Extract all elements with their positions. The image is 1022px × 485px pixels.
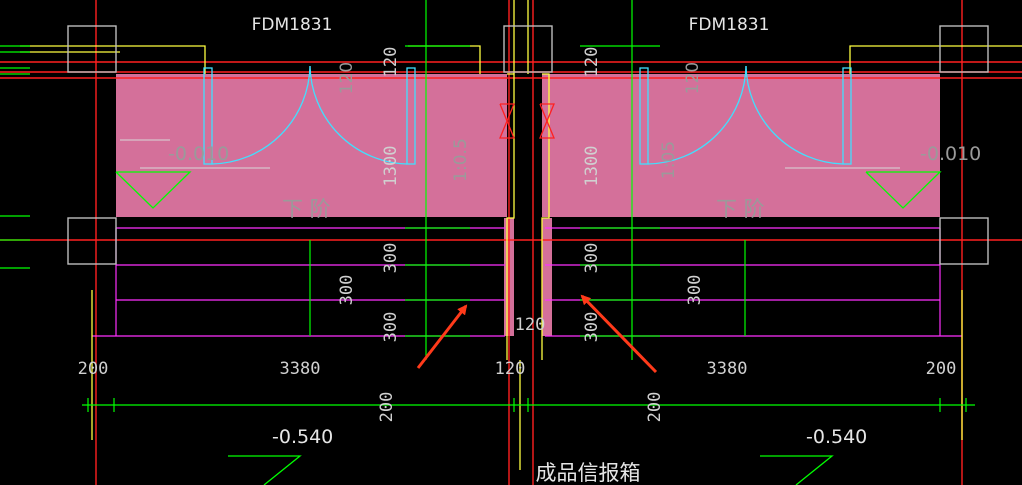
vdim-right-1300: 1300 (582, 146, 602, 187)
step-label-right: 下 阶 (716, 197, 765, 221)
floor-strip-right (542, 218, 552, 336)
vdim-left-120: 120 (381, 47, 401, 78)
dim-left-wall: 200 (78, 359, 109, 379)
door-label-left: FDM1831 (252, 15, 333, 35)
misc-lines (120, 139, 900, 169)
dim-right-span: 3380 (707, 359, 748, 379)
vdim-left-200: 200 (377, 392, 397, 423)
wall-lines (20, 0, 1022, 470)
door-label-right: FDM1831 (689, 15, 770, 35)
mailbox-label: 成品信报箱 (536, 461, 641, 485)
annotation-arrow-left (416, 304, 468, 369)
annotation-arrow-right (580, 294, 658, 374)
elevation-inner-right: -0.010 (920, 143, 981, 165)
dim-center: 120 (495, 359, 526, 379)
floor-area-left (116, 74, 507, 217)
door-right (639, 65, 852, 165)
vdim-right-200: 200 (645, 392, 665, 423)
vdim-left-slope: 1:0.5 (451, 138, 471, 182)
dimension-lines (0, 0, 975, 412)
vdim-right-300b: 300 (582, 312, 602, 343)
vdim-left-300a: 300 (381, 243, 401, 274)
vdim-right-slope: 1:05 (659, 141, 679, 179)
elevation-outer-left: -0.540 (272, 426, 333, 448)
floor-area-right (542, 74, 940, 217)
vdim-left-top: 120 (337, 62, 357, 94)
vdim-center-small: 120 (515, 315, 546, 335)
elevation-markers (115, 171, 942, 485)
elevation-outer-right: -0.540 (806, 426, 867, 448)
door-left (203, 65, 416, 165)
vdim-right-top: 120 (683, 62, 703, 94)
dim-right-wall: 200 (926, 359, 957, 379)
vdim-right-120: 120 (582, 47, 602, 78)
elevation-inner-left: -0.010 (168, 143, 229, 165)
columns (67, 25, 989, 265)
vdim-left-1300: 1300 (381, 146, 401, 187)
step-label-left: 下 阶 (282, 197, 331, 221)
vdim-right-300a: 300 (582, 243, 602, 274)
vdim-left-300b: 300 (381, 312, 401, 343)
dim-left-span: 3380 (280, 359, 321, 379)
vdim-right-step: 300 (685, 275, 705, 306)
vdim-left-step: 300 (337, 275, 357, 306)
break-marks (499, 103, 555, 139)
